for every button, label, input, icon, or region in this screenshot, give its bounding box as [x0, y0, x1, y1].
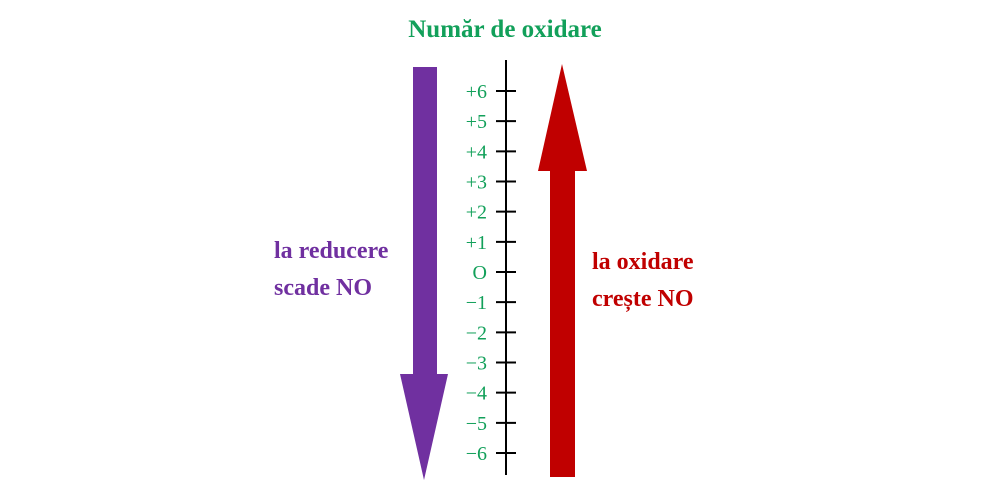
axis-tick-label: +1	[466, 232, 487, 254]
axis-tick-label: +6	[466, 81, 487, 103]
oxidation-label-line2: crește NO	[592, 286, 694, 312]
axis-tick-label: +5	[466, 111, 487, 133]
axis-tick-label: −1	[466, 292, 487, 314]
oxidation-arrow	[538, 64, 587, 477]
axis-tick-label: O	[473, 262, 487, 284]
diagram-title: Număr de oxidare	[408, 16, 602, 43]
reduction-label-line1: la reducere	[274, 238, 389, 264]
reduction-arrow	[400, 67, 448, 480]
oxidation-label-line1: la oxidare	[592, 249, 694, 275]
axis-tick-label: −2	[466, 322, 487, 344]
axis-tick-label: +3	[466, 172, 487, 194]
axis-tick-label: +2	[466, 202, 487, 224]
oxidation-arrow-shaft	[550, 170, 575, 477]
oxidation-arrow-head	[538, 64, 587, 171]
axis-tick-label: +4	[466, 141, 487, 163]
axis-ticks: +6 +5 +4 +3 +2 +1O −1 −2 −3 −4 −5 −6	[466, 81, 516, 465]
reduction-label-line2: scade NO	[274, 275, 372, 301]
axis-tick-label: −5	[466, 413, 487, 435]
axis-tick-label: −4	[466, 383, 487, 405]
reduction-arrow-shaft	[413, 67, 437, 375]
axis-tick-label: −6	[466, 443, 487, 465]
axis-tick-label: −3	[466, 353, 487, 375]
reduction-arrow-head	[400, 374, 448, 480]
